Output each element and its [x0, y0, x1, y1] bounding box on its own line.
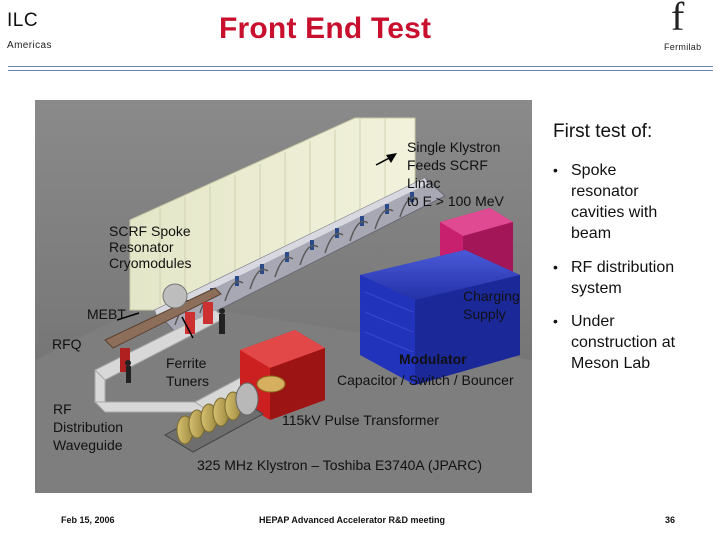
charging-supply-label: Charging Supply [463, 287, 520, 323]
mebt-label: MEBT [87, 305, 126, 323]
rfq-label: RFQ [52, 335, 82, 353]
ferrite-tuners-label: Ferrite Tuners [166, 354, 209, 390]
header-divider [8, 70, 713, 71]
rf-distribution-label: RF Distribution Waveguide [53, 400, 123, 454]
bullet-marker: • [553, 313, 558, 329]
modulator-components-label: Capacitor / Switch / Bouncer [337, 371, 514, 389]
footer-date: Feb 15, 2006 [61, 515, 115, 525]
modulator-label: Modulator [399, 350, 467, 368]
klystron-label: 325 MHz Klystron – Toshiba E3740A (JPARC… [197, 456, 482, 474]
bullet-marker: • [553, 162, 558, 178]
page-number: 36 [665, 515, 675, 525]
pulse-transformer-label: 115kV Pulse Transformer [282, 411, 439, 429]
fermilab-logo: f [671, 0, 684, 40]
ilc-americas-label: Americas [7, 40, 52, 51]
fermilab-label: Fermilab [664, 42, 701, 52]
scrf-label: SCRF Spoke Resonator Cryomodules [109, 223, 191, 271]
header-divider [8, 66, 713, 67]
klystron-feed-label: Single Klystron Feeds SCRF Linac to E > … [407, 138, 504, 210]
slide-title: Front End Test [219, 12, 431, 46]
footer-meeting-name: HEPAP Advanced Accelerator R&D meeting [259, 515, 445, 525]
front-end-layout-figure: Single Klystron Feeds SCRF Linac to E > … [35, 100, 532, 493]
ilc-logo: ILC [7, 10, 38, 32]
bullet-marker: • [553, 259, 558, 275]
first-test-heading: First test of: [553, 121, 652, 143]
